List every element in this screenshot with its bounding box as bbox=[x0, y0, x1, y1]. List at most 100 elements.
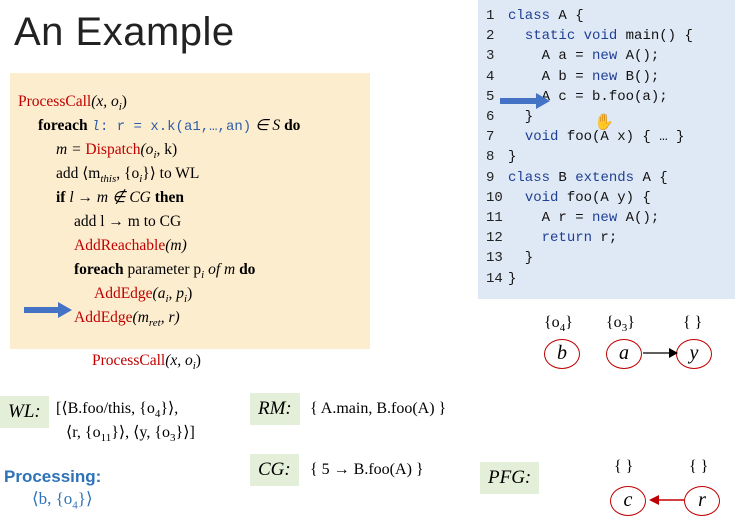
code-text: A a = new A(); bbox=[508, 48, 660, 65]
processing-label: Processing: bbox=[4, 467, 102, 486]
dispatch-sub: i bbox=[153, 149, 157, 162]
line-number: 10 bbox=[486, 189, 503, 206]
processing-value: ⟨b, {o4}⟩ bbox=[32, 489, 93, 511]
line-number: 7 bbox=[486, 129, 495, 146]
add-reachable-fn: AddReachable bbox=[74, 237, 166, 254]
pi-sub-2: i bbox=[184, 293, 188, 306]
code-text: } bbox=[508, 149, 517, 166]
call-site-code: : r = x.k(a1,…,an) bbox=[99, 119, 252, 135]
code-text: A r = new A(); bbox=[508, 210, 660, 226]
rm-value: { A.main, B.foo(A) } bbox=[310, 400, 447, 417]
a-points-to-set: {o3} bbox=[606, 314, 635, 335]
caption-close: ) bbox=[195, 352, 201, 369]
add-edge-args-1: (a bbox=[152, 285, 166, 302]
process-call-args: (x, o bbox=[91, 93, 119, 110]
wl-line1-text: [⟨B.foo/this, {o bbox=[56, 400, 155, 417]
code-line-8: 8} bbox=[486, 147, 516, 168]
do-param-keyword: do bbox=[239, 261, 256, 278]
wl-line2-text: ⟨r, {o bbox=[66, 424, 101, 441]
line-number: 11 bbox=[486, 210, 503, 226]
foreach-param-keyword: foreach bbox=[74, 261, 124, 278]
code-text: void foo(A y) { bbox=[524, 189, 651, 206]
wl-line1-sub: 4 bbox=[154, 408, 161, 421]
line-number: 14 bbox=[486, 270, 503, 287]
in-s: ∈ S bbox=[251, 117, 285, 134]
c-points-to-set: { } bbox=[614, 458, 634, 475]
b-points-to-set: {o4} bbox=[544, 314, 573, 335]
ai-sub: i bbox=[165, 293, 169, 306]
pfg-node-y: y bbox=[676, 339, 712, 369]
code-line-2: 2 static void main() { bbox=[486, 26, 693, 47]
wl-line-2: ⟨r, {o11}⟩, ⟨y, {o3}⟩] bbox=[66, 422, 195, 444]
line-number: 5 bbox=[486, 88, 495, 105]
algo-line-4: add ⟨mthis, {oi}⟩ to WL bbox=[56, 165, 199, 188]
line-number: 4 bbox=[486, 68, 495, 85]
code-text: class B extends A { bbox=[508, 169, 668, 186]
edge-r-to-c-arrow-icon bbox=[649, 495, 684, 505]
code-line-7: 7 void foo(A x) { … } bbox=[486, 127, 684, 148]
add-this-rest: , {o bbox=[116, 165, 140, 182]
processing-value-start: ⟨b, {o bbox=[32, 489, 73, 508]
line-number: 1 bbox=[486, 8, 495, 24]
y-points-to-set: { } bbox=[683, 314, 703, 331]
add-edge-close-2: , r) bbox=[160, 309, 180, 326]
edge-a-to-y-arrow-icon bbox=[643, 348, 678, 358]
line-number: 3 bbox=[486, 48, 495, 65]
algo-line-7: AddReachable(m) bbox=[74, 237, 187, 255]
oi-sub: i bbox=[139, 173, 143, 186]
dispatch-fn: Dispatch bbox=[85, 141, 141, 158]
algo-line-10: AddEdge(mret, r) bbox=[74, 309, 180, 332]
cg-value: { 5 → B.foo(A) } bbox=[310, 461, 424, 478]
pfg-node-c: c bbox=[610, 486, 646, 516]
rm-label: RM: bbox=[250, 393, 300, 425]
wl-line2-end: }⟩] bbox=[175, 424, 195, 441]
add-edge-mid-1: , p bbox=[168, 285, 185, 302]
code-line-1: 1 class A { bbox=[486, 6, 584, 27]
line-number: 9 bbox=[486, 169, 495, 186]
param-text: parameter p bbox=[123, 261, 202, 278]
if-keyword: if bbox=[56, 189, 66, 206]
add-cg-edge: add l → m to CG bbox=[74, 213, 182, 230]
ret-sub: ret bbox=[148, 317, 161, 330]
cg-label: CG: bbox=[250, 454, 299, 486]
hand-cursor-icon: ✋ bbox=[594, 114, 614, 131]
algo-line-6: add l → m to CG bbox=[74, 213, 181, 231]
code-line-13: 13 } bbox=[486, 248, 533, 269]
algo-line-3: m = Dispatch(oi, k) bbox=[56, 141, 177, 164]
wl-line2-sub2: 3 bbox=[170, 432, 176, 445]
dispatch-close: , k) bbox=[156, 141, 178, 158]
caption-fn: ProcessCall bbox=[92, 352, 166, 369]
page-title: An Example bbox=[14, 10, 235, 54]
algo-line-8: foreach parameter pi of m do bbox=[74, 261, 255, 284]
if-condition: l → m ∉ CG bbox=[65, 189, 155, 206]
wl-line1-end: }⟩, bbox=[160, 400, 179, 417]
this-sub: this bbox=[100, 173, 117, 186]
pfg-label: PFG: bbox=[480, 462, 540, 494]
l-var: l bbox=[91, 119, 100, 135]
dispatch-args: (o bbox=[140, 141, 154, 158]
code-line-9: 9 class B extends A { bbox=[486, 168, 668, 189]
m-assign: m = bbox=[56, 141, 86, 158]
algo-line-5: if l → m ∉ CG then bbox=[56, 189, 184, 207]
process-call-close: ) bbox=[121, 93, 127, 110]
code-line-arrow-icon bbox=[500, 93, 550, 109]
line-number: 13 bbox=[486, 250, 503, 267]
code-text: A c = b.foo(a); bbox=[508, 88, 668, 105]
algo-caption: ProcessCall(x, oi) bbox=[92, 352, 201, 375]
wl-line-1: [⟨B.foo/this, {o4}⟩, bbox=[56, 398, 178, 420]
add-edge-close-1: ) bbox=[187, 285, 193, 302]
code-text: class A { bbox=[508, 8, 584, 24]
process-call-sub: i bbox=[118, 101, 122, 114]
line-number: 12 bbox=[486, 230, 503, 247]
code-line-5: 5 A c = b.foo(a); bbox=[486, 87, 668, 108]
pfg-node-a: a bbox=[606, 339, 642, 369]
add-reachable-args: (m) bbox=[165, 237, 187, 254]
then-keyword: then bbox=[154, 189, 185, 206]
code-text: } bbox=[508, 109, 534, 125]
pfg-node-r: r bbox=[684, 486, 720, 516]
a-set-sub: 3 bbox=[621, 322, 628, 335]
add-edge-fn-2: AddEdge bbox=[74, 309, 133, 326]
wl-label: WL: bbox=[0, 396, 49, 428]
code-text: A b = new B(); bbox=[508, 68, 660, 85]
code-line-11: 11 A r = new A(); bbox=[486, 208, 659, 229]
